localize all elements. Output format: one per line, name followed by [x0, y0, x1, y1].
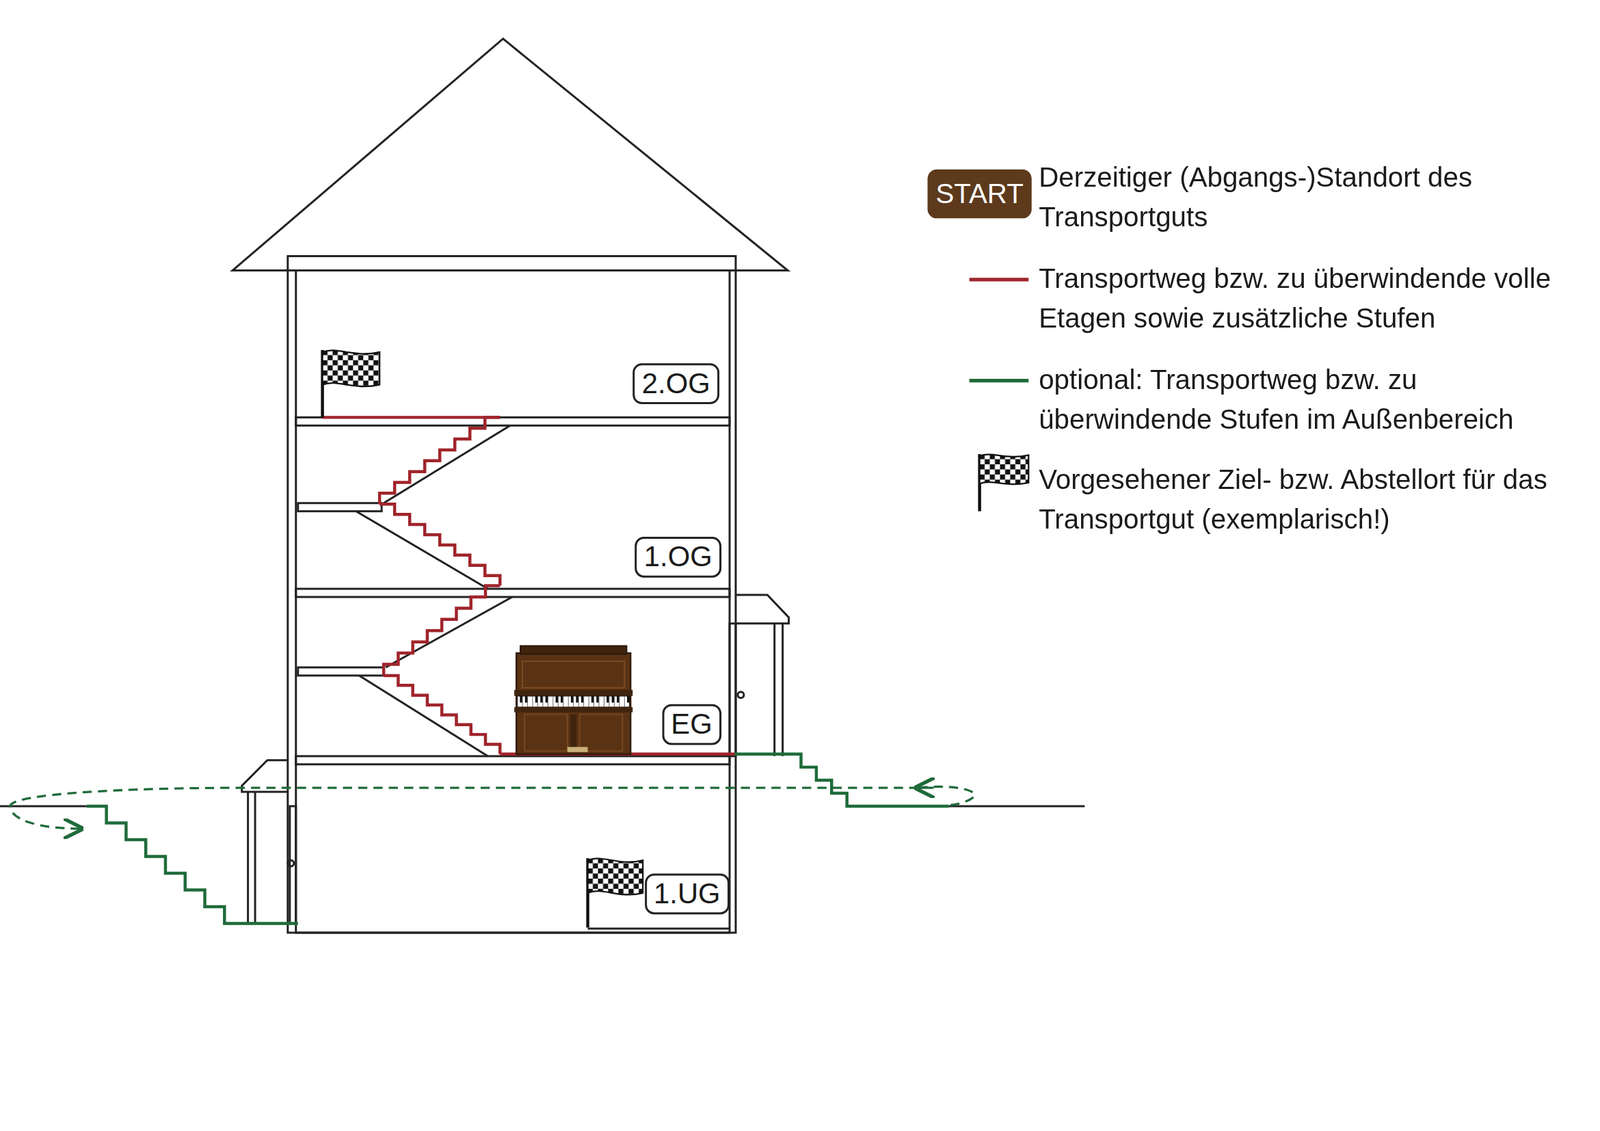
- stair-underside: [383, 425, 511, 503]
- piano: [514, 646, 633, 755]
- outdoor-stairs: [86, 806, 299, 924]
- porch-post: [254, 791, 257, 924]
- landing: [298, 667, 384, 676]
- porch-roof: [735, 594, 790, 624]
- slab: [296, 588, 730, 597]
- legend-text: Derzeitiger (Abgangs-)Standort des Trans…: [1038, 157, 1592, 238]
- roof: [232, 38, 788, 271]
- floor-label: 1.UG: [644, 873, 730, 915]
- transport-stairs: [383, 675, 500, 755]
- start-badge: START: [927, 169, 1032, 219]
- floor-label: 2.OG: [632, 363, 720, 405]
- goal-flag: [322, 350, 381, 418]
- floor-label: EG: [661, 704, 722, 746]
- ground-line: [949, 804, 1085, 807]
- legend-text: Transportweg bzw. zu überwindende volle …: [1038, 259, 1592, 339]
- transport-stairs: [379, 417, 500, 504]
- floor-label: 1.OG: [634, 536, 722, 578]
- inner-wall: [296, 270, 730, 933]
- stair-underside: [356, 511, 489, 589]
- transport-route: [322, 415, 501, 419]
- door-knob: [737, 691, 744, 699]
- floor-name: 2.OG: [642, 367, 711, 400]
- outdoor-stairs: [734, 754, 949, 807]
- dashed-route: [10, 787, 919, 829]
- transport-stairs: [379, 503, 500, 586]
- dashed-arrow: [918, 786, 934, 789]
- legend-flag: [979, 454, 1030, 512]
- stair-underside: [358, 675, 488, 757]
- ground-line: [0, 804, 87, 807]
- legend-green-line: [969, 378, 1030, 383]
- floor-name: EG: [670, 708, 712, 742]
- slab: [296, 417, 730, 426]
- porch-post: [246, 791, 249, 924]
- transport-stairs: [383, 585, 500, 676]
- door: [729, 623, 736, 757]
- stair-underside: [385, 596, 513, 668]
- outer-wall: [287, 256, 736, 933]
- legend-text: optional: Transportweg bzw. zu überwinde…: [1038, 360, 1592, 440]
- landing: [298, 503, 382, 512]
- door-knob: [287, 860, 295, 867]
- porch-roof: [242, 760, 288, 792]
- legend-red-line: [969, 277, 1030, 282]
- floor-name: 1.OG: [644, 540, 713, 574]
- legend-text: Vorgesehener Ziel- bzw. Abstellort für d…: [1038, 460, 1592, 540]
- goal-flag: [588, 858, 644, 928]
- slab: [296, 756, 730, 765]
- porch-post: [781, 623, 784, 757]
- floor-line: [588, 927, 730, 930]
- floor-name: 1.UG: [653, 877, 721, 911]
- dashed-route: [918, 786, 976, 805]
- porch-post: [773, 623, 776, 757]
